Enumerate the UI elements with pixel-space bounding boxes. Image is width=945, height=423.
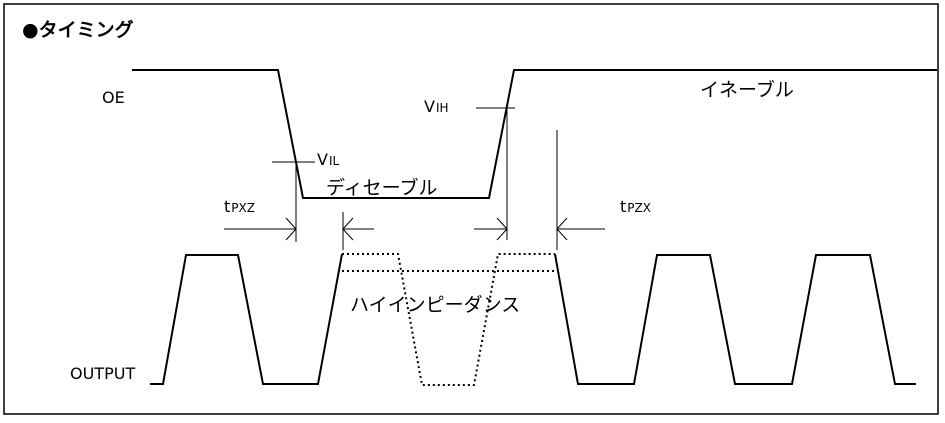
vil-label: VIL <box>317 150 339 169</box>
diagram-border <box>3 3 939 415</box>
tpxz-dimension-arrows <box>224 217 374 241</box>
oe-signal-label: OE <box>102 88 125 107</box>
high-impedance-dotted-waveform <box>342 253 555 386</box>
disable-state-label: ディセーブル <box>326 176 438 199</box>
output-signal-label: OUTPUT <box>70 364 135 383</box>
vih-label: VIH <box>424 97 449 116</box>
output-waveform-after <box>554 253 916 385</box>
output-waveform-before <box>150 253 343 385</box>
oe-waveform <box>132 69 937 199</box>
tpzx-label: tPZX <box>620 197 651 216</box>
high-impedance-label: ハイインピーダンス <box>350 294 520 316</box>
enable-state-label: イネーブル <box>700 78 794 101</box>
tpxz-label: tPXZ <box>224 197 255 216</box>
diagram-title: ●タイミング <box>22 18 134 41</box>
tpzx-dimension-arrows <box>474 217 605 241</box>
